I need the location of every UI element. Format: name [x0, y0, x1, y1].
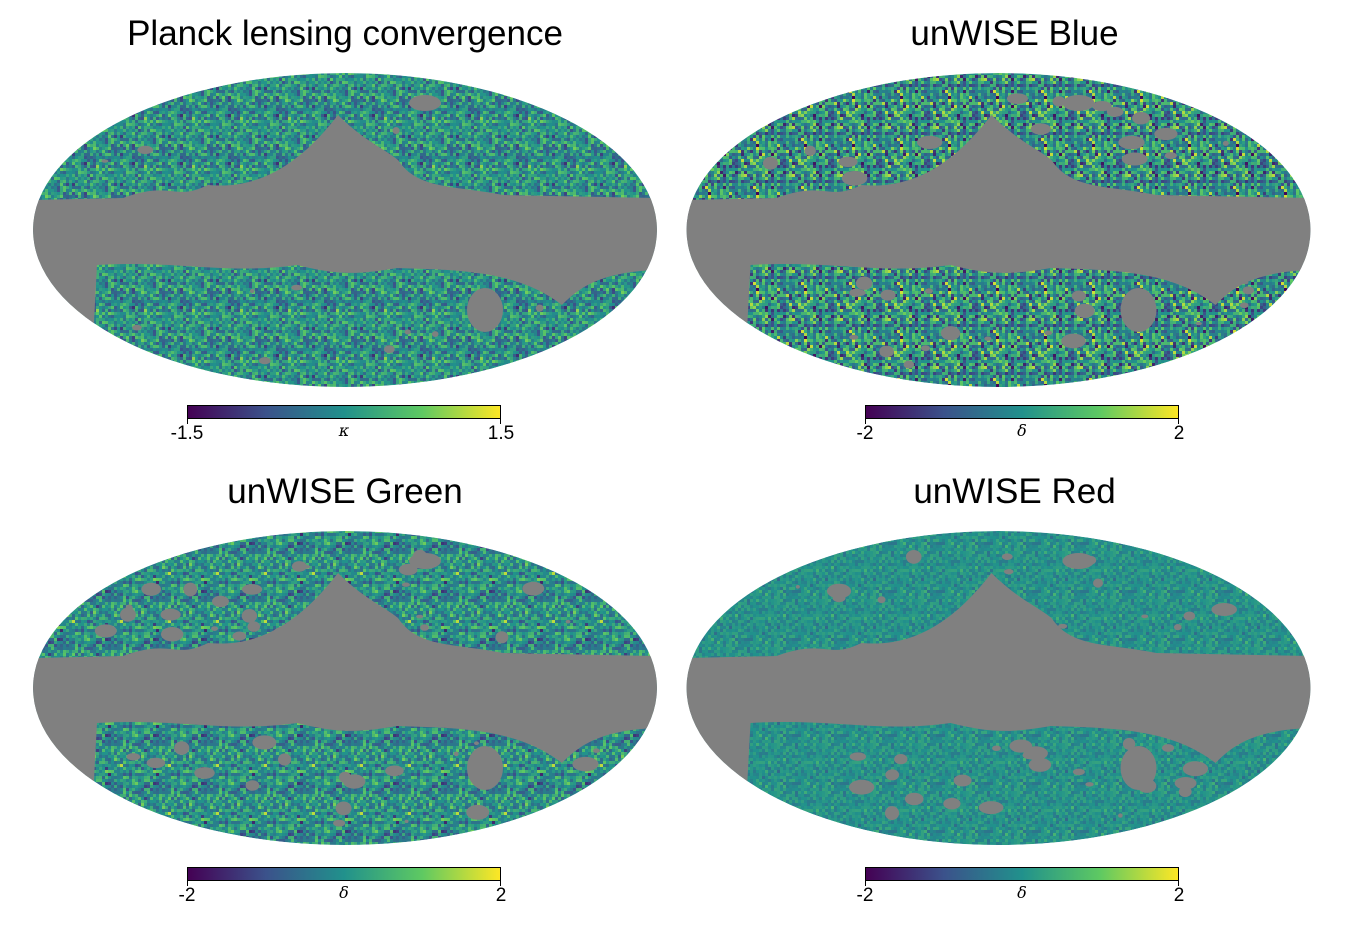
mollweide-map: [686, 531, 1311, 845]
galactic-mask: [33, 573, 657, 808]
colorbar-min-label: -2: [856, 885, 874, 906]
colorbar-max-label: 2: [1173, 423, 1185, 444]
colorbar: -2 δ 2: [857, 405, 1184, 445]
galactic-mask: [33, 115, 657, 350]
mollweide-map: [686, 73, 1311, 387]
panel-title: unWISE Red: [913, 472, 1116, 511]
colorbar-symbol: δ: [1017, 421, 1027, 440]
mollweide-map: [33, 531, 657, 845]
galactic-mask: [686, 573, 1311, 808]
panel-unwise-green: unWISE Green -2 δ 2: [0, 458, 690, 927]
colorbar-min-label: -2: [178, 885, 196, 906]
colorbar-min-label: -2: [856, 423, 874, 444]
mollweide-map: [33, 73, 657, 387]
panel-unwise-blue: unWISE Blue -2 δ 2: [678, 0, 1351, 460]
colorbar-tick: [1178, 419, 1179, 424]
colorbar-tick: [865, 419, 866, 424]
panel-title: unWISE Blue: [910, 14, 1119, 53]
colorbar-symbol: δ: [339, 883, 349, 902]
colorbar-tick: [187, 419, 188, 424]
colorbar-gradient: [865, 405, 1179, 419]
colorbar-symbol: κ: [338, 421, 350, 440]
colorbar-tick: [500, 881, 501, 886]
colorbar-max-label: 1.5: [487, 423, 515, 444]
colorbar-gradient: [187, 405, 501, 419]
panel-title: unWISE Green: [227, 472, 463, 511]
colorbar-gradient: [865, 867, 1179, 881]
colorbar-max-label: 2: [495, 885, 507, 906]
colorbar-tick: [1178, 881, 1179, 886]
colorbar-tick: [187, 881, 188, 886]
colorbar-max-label: 2: [1173, 885, 1185, 906]
colorbar-symbol: δ: [1017, 883, 1027, 902]
colorbar-tick: [500, 419, 501, 424]
colorbar-gradient: [187, 867, 501, 881]
colorbar-min-label: -1.5: [170, 423, 204, 444]
panel-unwise-red: unWISE Red -2 δ 2: [678, 458, 1351, 927]
colorbar: -2 δ 2: [179, 867, 506, 907]
galactic-mask: [686, 115, 1311, 350]
panel-title: Planck lensing convergence: [127, 14, 563, 53]
colorbar-tick: [865, 881, 866, 886]
panel-planck-lensing: Planck lensing convergence -1.5 κ 1.5: [0, 0, 690, 460]
colorbar: -2 δ 2: [857, 867, 1184, 907]
colorbar: -1.5 κ 1.5: [171, 405, 514, 445]
